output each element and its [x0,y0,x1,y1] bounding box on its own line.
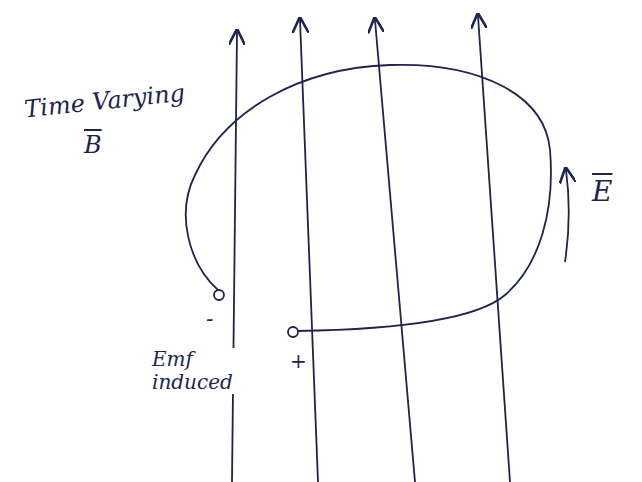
e-field-arrow [565,170,569,262]
polarity-sign: + [288,350,309,373]
field-symbol: B [82,132,104,160]
field-line [232,32,237,482]
field-line [478,16,510,482]
title-note: Time Varying [21,79,188,124]
polarity-sign: - [204,306,215,331]
terminal [214,290,224,300]
emf-note: Emf induced [150,348,235,394]
field-line [300,20,318,482]
terminal [288,327,298,337]
field-symbol: E [590,176,614,208]
wire-loop [186,65,551,331]
field-line [375,20,415,482]
